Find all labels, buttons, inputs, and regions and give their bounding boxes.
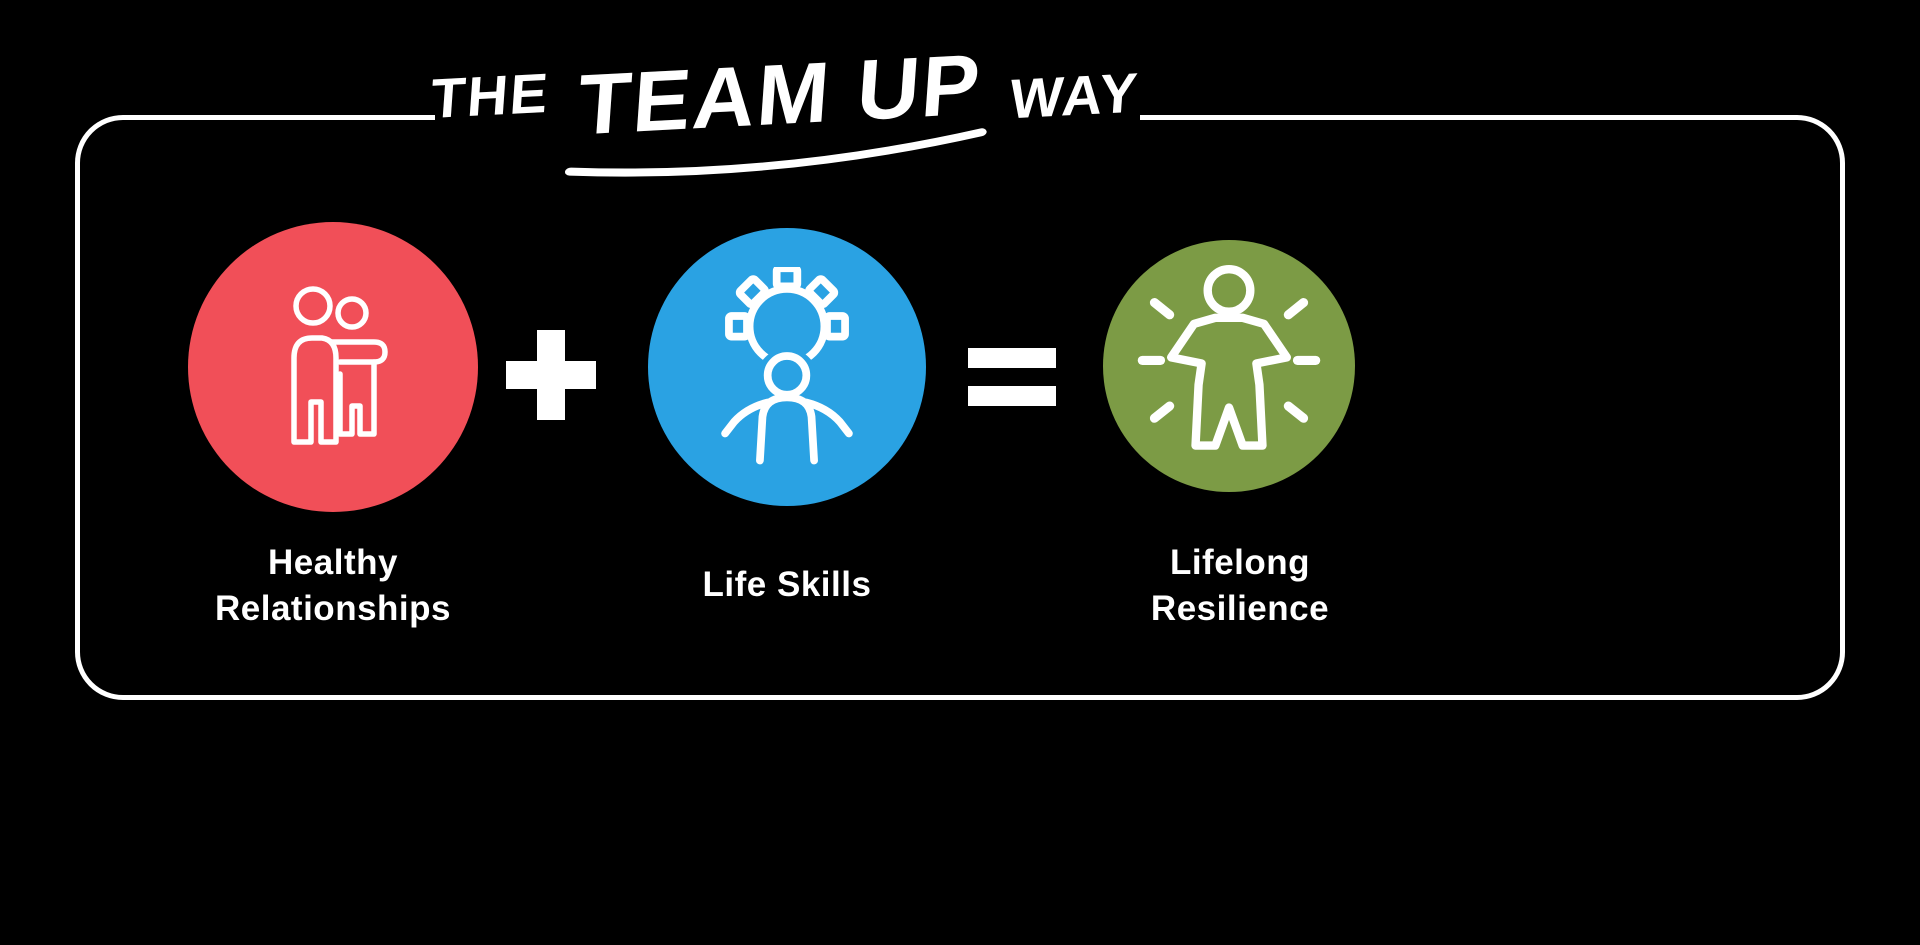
- title-prefix: THE: [428, 60, 552, 131]
- title-emphasis: TEAM UP: [564, 36, 987, 177]
- plus-operator: +: [506, 330, 596, 420]
- label-line: Life Skills: [702, 565, 872, 604]
- circle-life-skills: [648, 228, 926, 506]
- confident-person-icon: [1137, 264, 1321, 450]
- underline-swoosh-icon: [564, 128, 987, 177]
- label-lifelong-resilience: Lifelong Resilience: [1075, 540, 1405, 631]
- frame-border-gap: [435, 103, 1140, 133]
- label-line: Relationships: [215, 588, 451, 628]
- radiating-rays: [1137, 297, 1321, 423]
- equals-operator: =: [968, 346, 1056, 408]
- label-life-skills: Life Skills: [632, 562, 942, 608]
- page-title: THE TEAM UP WAY: [428, 37, 1141, 177]
- circle-healthy-relationships: [188, 222, 478, 512]
- label-line: Healthy: [268, 543, 398, 582]
- friends-arm-over-shoulder-icon: [291, 286, 388, 445]
- circle-lifelong-resilience: [1103, 240, 1355, 492]
- equals-operator-text: =: [968, 346, 969, 347]
- plus-operator-text: +: [506, 330, 507, 331]
- gear-person-icon: [721, 267, 853, 465]
- title-suffix: WAY: [1007, 60, 1142, 131]
- label-line: Lifelong: [1169, 543, 1311, 582]
- gear-teeth: [725, 267, 849, 341]
- label-line: Resilience: [1150, 588, 1330, 628]
- label-healthy-relationships: Healthy Relationships: [168, 540, 498, 631]
